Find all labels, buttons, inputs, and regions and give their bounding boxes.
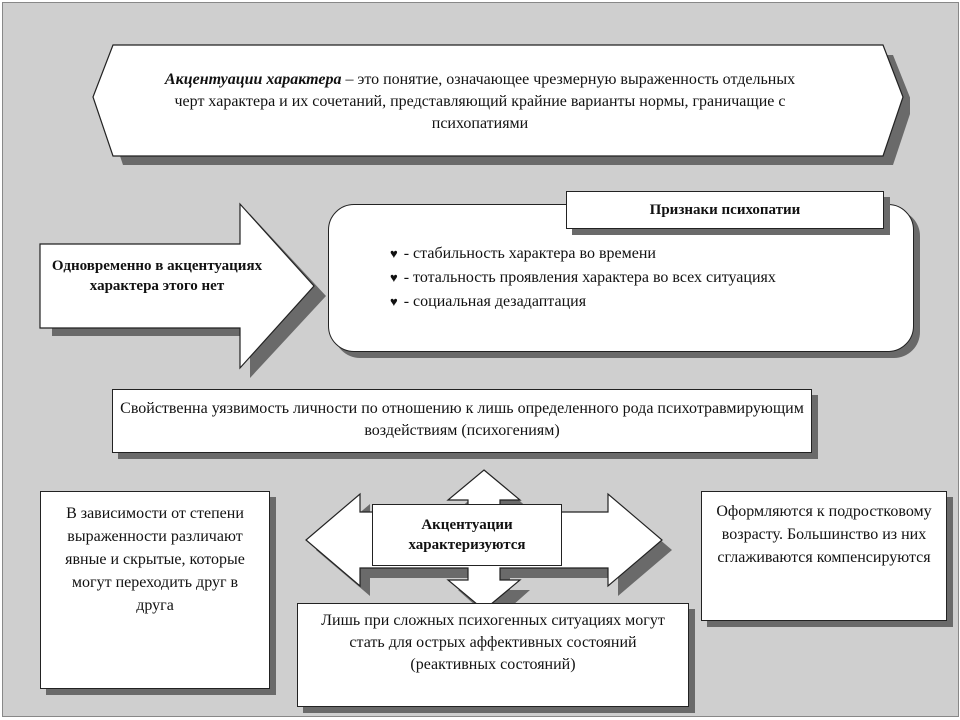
definition-dash: – — [345, 71, 354, 88]
list-item: ♥ - стабильность характера во времени — [390, 242, 776, 266]
stress-text: Лишь при сложных психогенных ситуациях м… — [321, 612, 665, 673]
arrow-label: Одновременно в акцентуациях характера эт… — [51, 258, 263, 294]
psychopathy-signs-list: ♥ - стабильность характера во времени ♥ … — [390, 242, 776, 314]
definition-term: Акцентуации характера — [164, 71, 342, 88]
definition-text: Акцентуации характера – это понятие, озн… — [150, 69, 810, 135]
heart-bullet-icon: ♥ — [390, 294, 398, 309]
vulnerability-box: Свойственна уязвимость личности по отнош… — [112, 389, 812, 453]
definition-shape — [92, 44, 910, 165]
heart-bullet-icon: ♥ — [390, 246, 398, 261]
vulnerability-text: Свойственна уязвимость личности по отнош… — [120, 400, 804, 439]
list-item: ♥ - тотальность проявления характера во … — [390, 266, 776, 290]
psychopathy-signs-title: Признаки психопатии — [566, 191, 884, 229]
formation-text: Оформляются к подростковому возрасту. Бо… — [716, 503, 932, 566]
right-arrow-shape — [39, 202, 326, 378]
types-text: В зависимости от степени выраженности ра… — [65, 505, 245, 614]
center-label: Акцентуации характеризуются — [372, 504, 562, 566]
heart-bullet-icon: ♥ — [390, 270, 398, 285]
stress-box: Лишь при сложных психогенных ситуациях м… — [297, 603, 689, 707]
list-item: ♥ - социальная дезадаптация — [390, 290, 776, 314]
definition-box: Акцентуации характера – это понятие, озн… — [60, 45, 900, 159]
definition-body: это понятие, означающее чрезмерную выраж… — [174, 71, 796, 132]
formation-box: Оформляются к подростковому возрасту. Бо… — [701, 491, 947, 621]
types-box: В зависимости от степени выраженности ра… — [40, 491, 270, 689]
